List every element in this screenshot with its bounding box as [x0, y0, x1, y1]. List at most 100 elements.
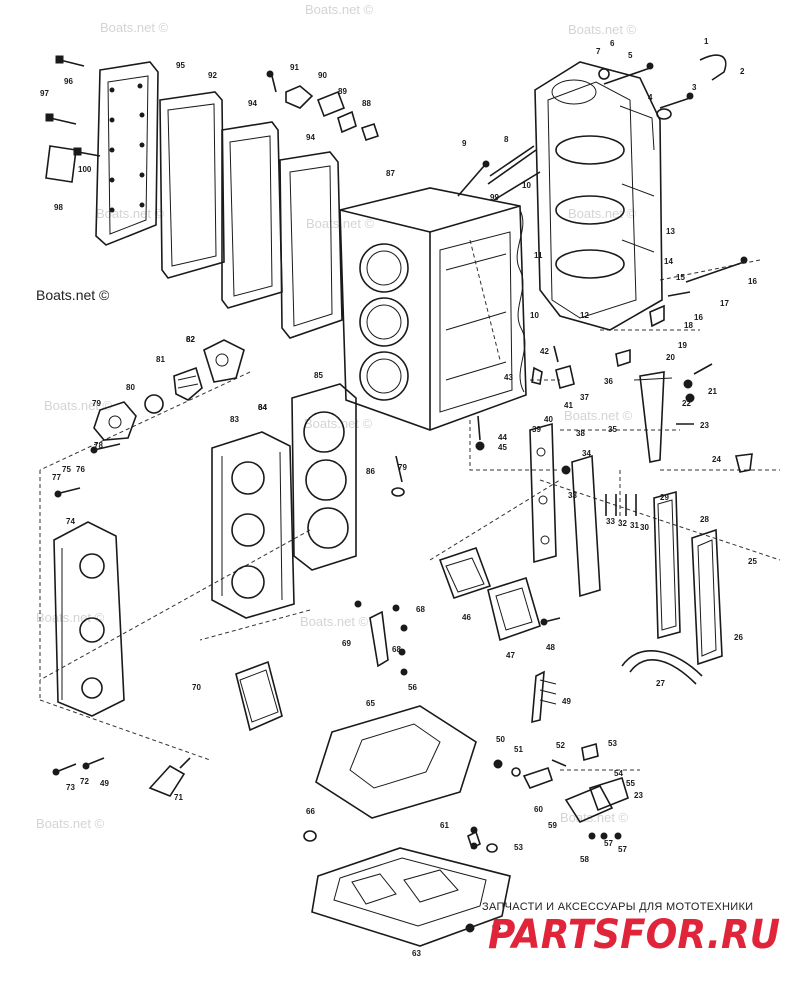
callout: 5: [628, 51, 633, 60]
callout: 73: [66, 783, 75, 792]
callout: 60: [534, 805, 543, 814]
callout: 63: [412, 949, 421, 958]
exhaust-gasket-a: [159, 91, 225, 279]
callout: 91: [290, 63, 299, 72]
callout: 10: [530, 311, 539, 320]
callout: 41: [564, 401, 573, 410]
callout: 62: [186, 335, 195, 344]
callout: 36: [604, 377, 613, 386]
callout: 14: [664, 257, 673, 266]
callout: 82: [186, 335, 195, 344]
clip: [531, 670, 557, 724]
cylinder-block: [339, 187, 527, 431]
callout: 8: [504, 135, 509, 144]
callout: 16: [694, 313, 703, 322]
banner-subtitle: ЗАПЧАСТИ И АКСЕССУАРЫ ДЛЯ МОТОТЕХНИКИ: [482, 901, 753, 913]
exhaust-gasket-b: [279, 151, 343, 339]
callout: 68: [392, 645, 401, 654]
callout: 97: [40, 89, 49, 98]
callout: 92: [208, 71, 217, 80]
callout: 44: [498, 433, 507, 442]
callout: 57: [604, 839, 613, 848]
callout: 96: [64, 77, 73, 86]
callout: 71: [174, 793, 183, 802]
callout: 23: [634, 791, 643, 800]
watermark-layer: Boats.net © Boats.net © Boats.net © Boat…: [36, 2, 637, 831]
callout: 79: [398, 463, 407, 472]
callout: 77: [52, 473, 61, 482]
callout: 30: [640, 523, 649, 532]
watermark: Boats.net ©: [100, 20, 169, 35]
callout: 3: [692, 83, 697, 92]
intake-cover: [438, 546, 561, 642]
partsfor-banner: ЗАПЧАСТИ И АКСЕССУАРЫ ДЛЯ МОТОТЕХНИКИ PA…: [482, 901, 780, 958]
callout: 18: [684, 321, 693, 330]
callout: 40: [544, 415, 553, 424]
callout: 69: [342, 639, 351, 648]
watermark: Boats.net ©: [560, 810, 629, 825]
callout: 90: [318, 71, 327, 80]
callout: 81: [156, 355, 165, 364]
callout: 25: [748, 557, 757, 566]
cylinder-head: [211, 431, 295, 619]
callout: 4: [648, 93, 653, 102]
callout: 37: [580, 393, 589, 402]
callout: 9: [462, 139, 467, 148]
callout: 10: [522, 181, 531, 190]
watermark: Boats.net ©: [568, 206, 637, 221]
callout: 56: [408, 683, 417, 692]
callout: 35: [608, 425, 617, 434]
callout: 2: [740, 67, 745, 76]
callout: 79: [92, 399, 101, 408]
callout: 61: [440, 821, 449, 830]
callout: 70: [192, 683, 201, 692]
callout: 59: [548, 821, 557, 830]
callout: 100: [78, 165, 92, 174]
callout: 95: [176, 61, 185, 70]
callout: 13: [666, 227, 675, 236]
callout: 87: [386, 169, 395, 178]
crankcase-half: [534, 61, 663, 331]
callout: 39: [532, 425, 541, 434]
callout: 31: [630, 521, 639, 530]
watermark: Boats.net ©: [568, 22, 637, 37]
callout: 47: [506, 651, 515, 660]
callout: 54: [614, 769, 623, 778]
callout: 12: [580, 311, 589, 320]
partsfor-logo: PARTSFOR.RU: [488, 912, 780, 958]
callout: 83: [230, 415, 239, 424]
callout: 22: [682, 399, 691, 408]
adapter-gasket: [315, 705, 477, 819]
callout: 19: [678, 341, 687, 350]
callout: 7: [596, 47, 601, 56]
callout: 38: [576, 429, 585, 438]
callout: 32: [618, 519, 627, 528]
callout: 16: [748, 277, 757, 286]
leader-lines: [39, 239, 781, 771]
callout: 26: [734, 633, 743, 642]
exhaust-baffle-plate: [221, 121, 283, 309]
watermark: Boats.net ©: [300, 614, 369, 629]
callout: 94: [306, 133, 315, 142]
callout: 49: [100, 779, 109, 788]
callout: 21: [708, 387, 717, 396]
callout: 42: [540, 347, 549, 356]
callout: 64: [258, 403, 267, 412]
throttle-linkage: [615, 256, 753, 473]
temp-sensor-parts: [52, 757, 191, 797]
callout: 57: [618, 845, 627, 854]
callout: 33: [606, 517, 615, 526]
cover-screws: [45, 55, 101, 183]
callout: 98: [54, 203, 63, 212]
callout-labels: 1 2 3 4 5 6 7 8 9 10 10 11 12 13 14 15 1…: [40, 37, 757, 958]
callout: 86: [366, 467, 375, 476]
callout: 51: [514, 745, 523, 754]
callout: 85: [314, 371, 323, 380]
callout: 94: [248, 99, 257, 108]
callout: 58: [580, 855, 589, 864]
callout: 23: [700, 421, 709, 430]
watermark: Boats.net ©: [36, 287, 110, 303]
callout: 68: [416, 605, 425, 614]
callout: 53: [514, 843, 523, 852]
